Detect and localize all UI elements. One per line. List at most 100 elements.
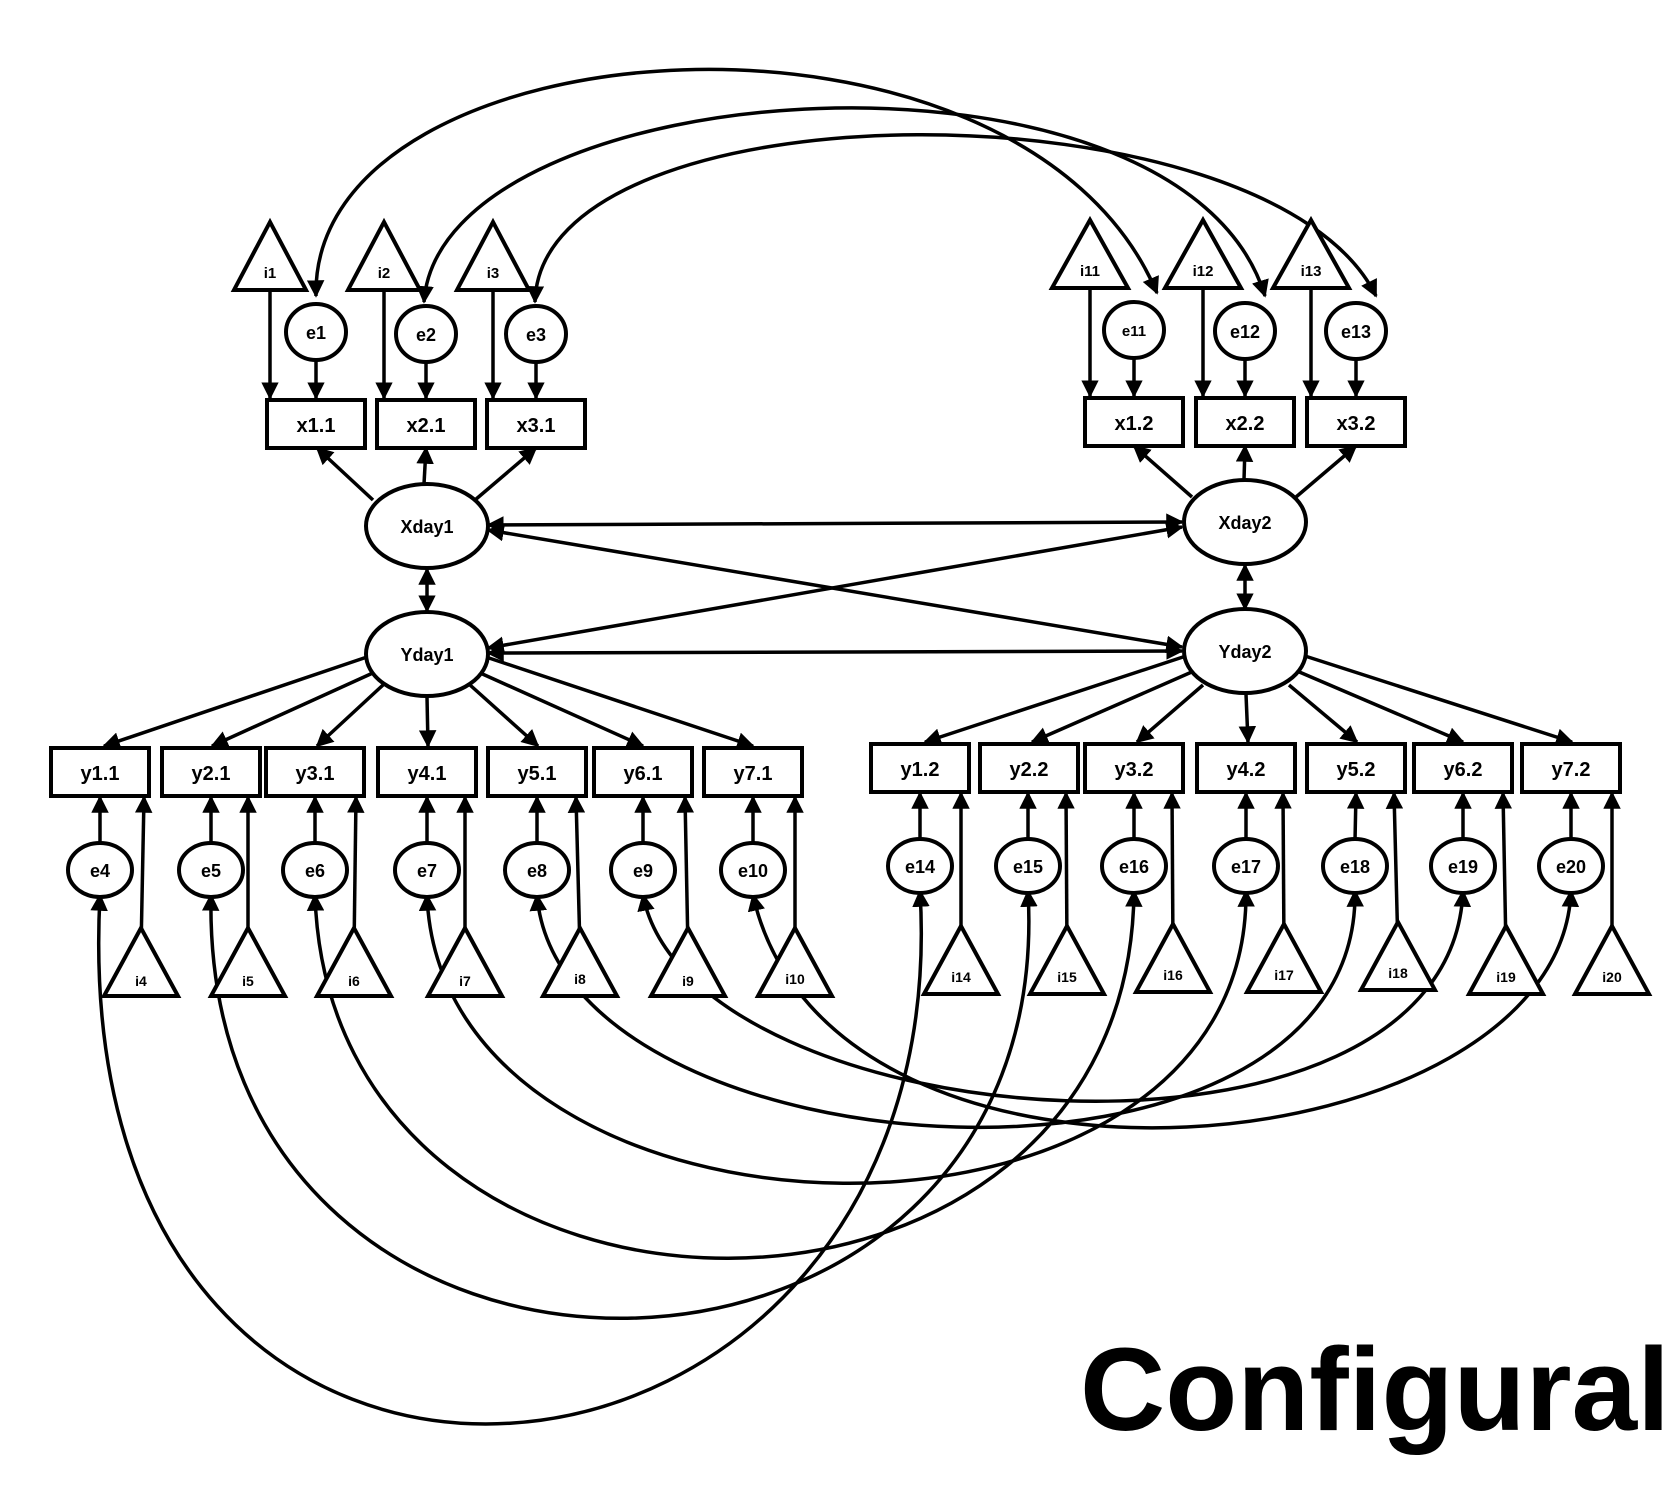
node-y51: y5.1 [486, 746, 588, 798]
connections [90, 67, 1621, 1426]
load-yday1-y61 [477, 670, 645, 748]
svg-text:e2: e2 [416, 325, 436, 345]
node-y11: y1.1 [49, 746, 151, 798]
path-i4-y11 [134, 795, 153, 951]
svg-text:x2.1: x2.1 [407, 415, 446, 437]
svg-text:e6: e6 [305, 861, 325, 881]
load-yday2-y52 [1287, 683, 1359, 744]
node-y61: y6.1 [592, 746, 694, 798]
svg-text:i2: i2 [378, 265, 391, 282]
node-xday1: Xday1 [364, 482, 490, 570]
svg-text:e5: e5 [201, 861, 221, 881]
svg-text:e12: e12 [1230, 322, 1260, 342]
node-i19: i19 [1465, 921, 1547, 996]
svg-text:e11: e11 [1122, 323, 1146, 340]
node-i11: i11 [1048, 215, 1132, 290]
svg-text:y2.1: y2.1 [192, 763, 231, 785]
node-i8: i8 [539, 923, 621, 998]
node-y21: y2.1 [160, 746, 262, 798]
svg-text:x2.2: x2.2 [1226, 413, 1265, 435]
svg-text:y2.2: y2.2 [1010, 759, 1049, 781]
svg-text:e8: e8 [527, 861, 547, 881]
load-yday1-y11 [102, 655, 368, 750]
svg-text:x3.2: x3.2 [1337, 413, 1376, 435]
node-y42: y4.2 [1195, 742, 1297, 794]
svg-text:i10: i10 [785, 971, 805, 987]
svg-text:i3: i3 [487, 265, 500, 282]
svg-text:y7.2: y7.2 [1552, 759, 1591, 781]
node-e17: e17 [1212, 837, 1280, 895]
svg-text:e17: e17 [1231, 857, 1261, 877]
node-e15: e15 [994, 837, 1062, 895]
cov-e7-e17 [418, 889, 1255, 1185]
diagram-caption: Configural [1080, 1324, 1670, 1456]
svg-text:e15: e15 [1013, 857, 1043, 877]
cov-yday1-xday2 [486, 521, 1184, 654]
cov-e10-e20 [747, 889, 1580, 1130]
svg-text:i14: i14 [951, 969, 971, 985]
node-i14: i14 [920, 921, 1002, 996]
svg-text:i4: i4 [135, 973, 147, 989]
load-xday2-x32 [1294, 444, 1358, 499]
node-e6: e6 [281, 841, 349, 899]
svg-text:e20: e20 [1556, 857, 1586, 877]
node-y31: y3.1 [264, 746, 366, 798]
node-e13: e13 [1324, 301, 1388, 361]
path-i8-y51 [567, 795, 586, 951]
path-e18-y52 [1346, 791, 1365, 842]
node-i20: i20 [1571, 921, 1653, 996]
svg-text:y3.2: y3.2 [1115, 759, 1154, 781]
svg-text:i17: i17 [1274, 967, 1294, 983]
svg-text:i20: i20 [1602, 969, 1622, 985]
node-i3: i3 [453, 217, 533, 292]
svg-text:y4.1: y4.1 [408, 763, 447, 785]
cov-e8-e18 [529, 889, 1364, 1130]
load-xday1-x11 [315, 446, 375, 502]
node-y41: y4.1 [376, 746, 478, 798]
svg-text:e14: e14 [905, 857, 935, 877]
node-x22: x2.2 [1194, 396, 1296, 448]
node-e11: e11 [1102, 300, 1166, 360]
svg-text:y3.1: y3.1 [296, 763, 335, 785]
svg-text:x1.1: x1.1 [297, 415, 336, 437]
svg-text:Yday2: Yday2 [1218, 642, 1271, 662]
node-e8: e8 [503, 841, 571, 899]
load-xday1-x31 [473, 446, 538, 502]
load-yday1-y51 [468, 683, 540, 748]
svg-text:i9: i9 [682, 973, 694, 989]
node-x21: x2.1 [375, 398, 477, 450]
load-yday2-y42 [1238, 693, 1257, 744]
svg-text:i19: i19 [1496, 969, 1516, 985]
node-e19: e19 [1429, 837, 1497, 895]
load-yday2-y72 [1304, 654, 1574, 746]
node-y32: y3.2 [1083, 742, 1185, 794]
load-yday2-y12 [923, 654, 1187, 746]
svg-text:i1: i1 [264, 265, 277, 282]
path-i9-y61 [676, 795, 695, 951]
svg-text:e3: e3 [526, 325, 546, 345]
svg-text:i12: i12 [1193, 263, 1214, 280]
svg-text:y7.1: y7.1 [734, 763, 773, 785]
node-y72: y7.2 [1520, 742, 1622, 794]
cov-e2-e12 [416, 106, 1269, 304]
node-i2: i2 [344, 217, 424, 292]
cov-e6-e16 [306, 889, 1143, 1260]
svg-text:y5.2: y5.2 [1337, 759, 1376, 781]
node-y62: y6.2 [1412, 742, 1514, 794]
node-i10: i10 [754, 923, 836, 998]
node-i13: i13 [1269, 215, 1353, 290]
svg-text:i8: i8 [574, 971, 586, 987]
svg-text:Xday2: Xday2 [1218, 513, 1271, 533]
node-yday2: Yday2 [1182, 607, 1308, 695]
load-xday1-x21 [416, 446, 434, 485]
node-y52: y5.2 [1305, 742, 1407, 794]
node-i4: i4 [100, 923, 182, 998]
load-yday1-y31 [315, 683, 385, 748]
node-e14: e14 [886, 837, 954, 895]
cov-yday1-yday2 [486, 642, 1184, 662]
load-yday1-y41 [418, 696, 437, 748]
svg-text:i6: i6 [348, 973, 360, 989]
node-e5: e5 [177, 841, 245, 899]
node-e4: e4 [66, 841, 134, 899]
